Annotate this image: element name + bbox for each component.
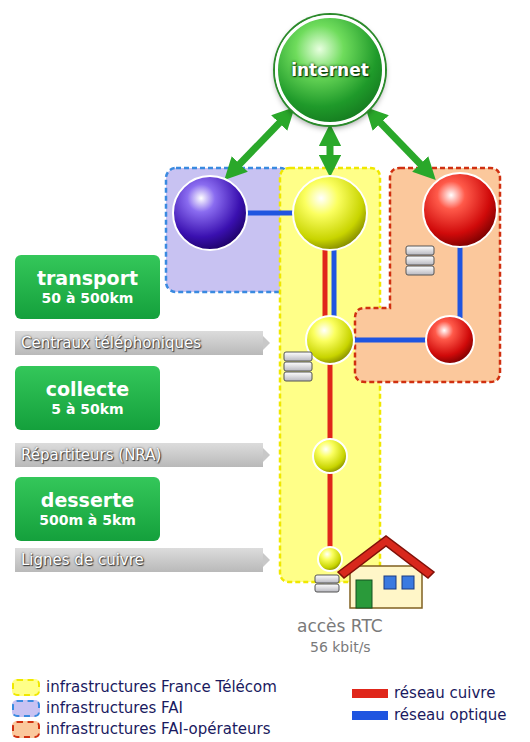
internet-globe: internet (275, 15, 385, 125)
node-title: Répartiteurs (NRA) (21, 446, 161, 464)
node-detail: 5 à 50km (51, 400, 123, 418)
layer-arrows-part (15, 331, 270, 355)
node-title: internet (291, 60, 369, 80)
node-title: transport (37, 267, 138, 289)
internet-arrows-part (232, 115, 287, 172)
layer-boundary: Centraux téléphoniques (15, 331, 263, 355)
network-nodes-part (293, 176, 367, 250)
server-icons-part (284, 352, 312, 361)
house-icon-part (356, 580, 372, 608)
server-icons-part (284, 372, 312, 381)
layer-box: desserte500m à 5km (15, 477, 160, 541)
legend-item: réseau optique (352, 705, 507, 725)
optical-links-part (352, 338, 428, 343)
legend-item: infrastructures FAI (12, 698, 183, 718)
layer-boundary: Lignes de cuivre (15, 548, 263, 572)
network-nodes-part (318, 547, 342, 571)
server-icons (284, 246, 434, 592)
optical-links-part (458, 247, 463, 318)
server-icons-part (406, 256, 434, 265)
node-detail: 500m à 5km (39, 511, 136, 529)
network-nodes-part (426, 316, 474, 364)
server-icons-part (406, 246, 434, 255)
optical-links-part (245, 211, 295, 216)
layer-arrows (15, 331, 270, 572)
node-title: Centraux téléphoniques (21, 334, 201, 352)
access-label: accès RTC (297, 616, 383, 636)
network-nodes-part (313, 439, 347, 473)
layer-arrows-part (15, 548, 270, 572)
legend-text: infrastructures FAI (46, 699, 183, 717)
house-icon-part (384, 576, 396, 589)
region-fai-part (166, 168, 290, 292)
copper-links-part (323, 250, 328, 318)
legend-item: infrastructures FAI-opérateurs (12, 719, 270, 739)
house-icon-part (402, 576, 414, 589)
legend-text: infrastructures France Télécom (46, 678, 277, 696)
legend-text: réseau cuivre (394, 684, 495, 702)
node-title: Lignes de cuivre (21, 551, 144, 569)
internet-arrows-part (373, 115, 428, 172)
network-nodes-part (173, 176, 247, 250)
legend-item: réseau cuivre (352, 683, 495, 703)
server-icons-part (315, 575, 339, 583)
legend-text: réseau optique (394, 706, 507, 724)
legend-swatch (12, 721, 40, 738)
internet-arrows-part (327, 135, 334, 166)
network-nodes (173, 173, 497, 571)
node-detail: 50 à 500km (42, 289, 134, 307)
house-icon-part (350, 566, 422, 608)
region-fai-operateurs-part (355, 168, 500, 382)
node-title: desserte (41, 489, 134, 511)
network-nodes-part (306, 316, 354, 364)
node-title: collecte (46, 378, 129, 400)
house-icon-part (338, 536, 434, 578)
copper-links (325, 250, 330, 548)
house-icon (338, 536, 434, 608)
layer-boundary: Répartiteurs (NRA) (15, 443, 263, 467)
server-icons-part (406, 266, 434, 275)
layer-arrows-part (15, 443, 270, 467)
server-icons-part (315, 584, 339, 592)
network-nodes-part (423, 173, 497, 247)
legend-swatch (12, 679, 40, 696)
legend-item: infrastructures France Télécom (12, 677, 277, 697)
legend-swatch (12, 700, 40, 717)
access-label: 56 kbit/s (310, 639, 371, 655)
legend-swatch (352, 689, 388, 698)
layer-box: transport50 à 500km (15, 255, 160, 319)
server-icons-part (284, 362, 312, 371)
legend-text: infrastructures FAI-opérateurs (46, 720, 270, 738)
region-fai-operateurs (355, 168, 500, 382)
legend-swatch (352, 711, 388, 720)
layer-box: collecte5 à 50km (15, 366, 160, 430)
optical-links-part (332, 250, 337, 318)
region-fai (166, 168, 290, 292)
